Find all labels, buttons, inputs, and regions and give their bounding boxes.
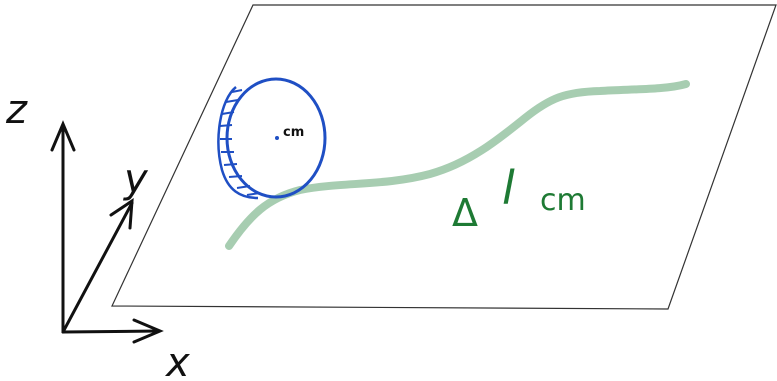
cm-subscript: cm <box>540 183 586 218</box>
disk-front-face <box>225 77 327 199</box>
x-axis <box>61 329 160 334</box>
z-axis-arrowhead <box>50 120 76 152</box>
l-symbol: l <box>502 161 515 215</box>
z-axis-label: z <box>5 87 28 133</box>
y-axis <box>61 201 134 334</box>
disk-center-label: cm <box>283 125 304 140</box>
y-axis-label: y <box>123 156 149 202</box>
y-axis-arrowhead <box>109 198 134 230</box>
rolling-disk <box>217 77 327 200</box>
delta-symbol: Δ <box>452 191 478 235</box>
displacement-label: Δ l cm <box>452 161 586 235</box>
disk-center-dot <box>275 136 279 140</box>
disk-back-rim <box>217 86 259 200</box>
x-axis-arrowhead <box>132 318 164 344</box>
inclined-plane <box>111 4 777 310</box>
coordinate-axes <box>50 120 164 344</box>
x-axis-label: x <box>164 340 190 381</box>
